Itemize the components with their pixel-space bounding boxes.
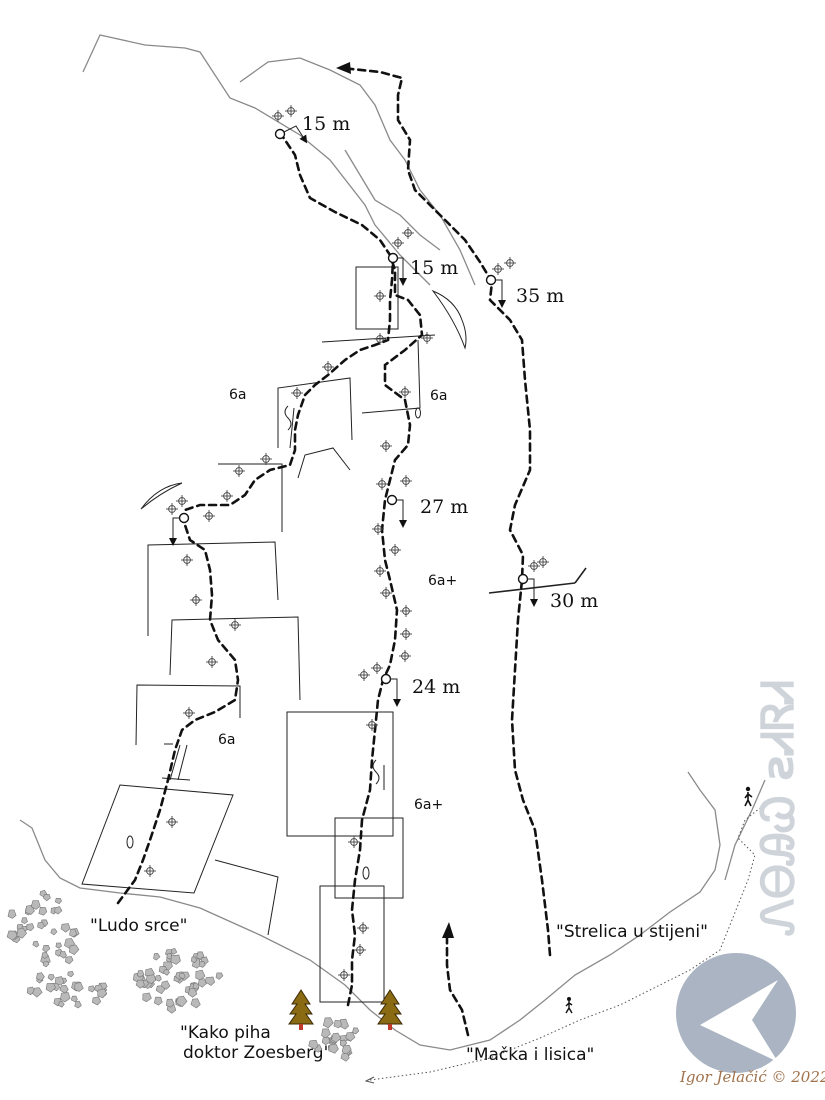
author-signature: Igor Jelačić © 2022 <box>679 1068 825 1086</box>
belay-icon <box>517 573 529 585</box>
pitch-length: 27 m <box>420 496 468 518</box>
routes <box>116 62 552 1037</box>
overhang <box>431 289 467 350</box>
bolts <box>143 104 550 982</box>
pitch-length: 15 m <box>302 113 350 135</box>
route-name: "Kako piha <box>180 1023 271 1043</box>
grade-label: 6a+ <box>414 797 443 813</box>
wall-features <box>81 266 587 1003</box>
belay-icon <box>485 274 497 286</box>
logo-text: ᏁᎾᎯᏇ ꙅᏗᏒᏗ <box>753 680 804 936</box>
route-name: doktor Zoesberg" <box>183 1043 331 1063</box>
pitch-length: 30 m <box>550 590 598 612</box>
belay-icon <box>386 494 398 506</box>
tree-icon <box>377 989 403 1031</box>
grade-label: 6a <box>430 388 448 404</box>
grade-label: 6a <box>218 732 236 748</box>
route-name: "Mačka i lisica" <box>466 1045 594 1065</box>
belay-icon <box>274 128 286 140</box>
overhang <box>140 482 183 510</box>
belay-stations <box>169 125 538 707</box>
pitch-length-labels: 15 m 15 m 35 m 27 m 30 m 24 m <box>302 113 598 698</box>
route-strelica <box>340 66 552 957</box>
pitch-length: 35 m <box>516 285 564 307</box>
boulder-icon <box>6 889 360 1062</box>
grade-label: 6a <box>229 387 247 403</box>
belay-icon <box>380 673 392 685</box>
route-macka <box>445 933 470 1037</box>
belay-icon <box>178 512 190 524</box>
arrow-icon <box>336 62 351 74</box>
hiker-icon <box>744 786 753 807</box>
grade-labels: 6a 6a 6a+ 6a 6a+ <box>218 387 457 813</box>
route-name: "Ludo srce" <box>90 916 187 936</box>
overhang <box>297 447 351 479</box>
route-kako-piha <box>276 128 424 1007</box>
route-ludo-srce <box>116 258 395 905</box>
tree-icon <box>288 989 314 1031</box>
logo: ᏁᎾᎯᏇ ꙅᏗᏒᏗ <box>676 680 804 1073</box>
pitch-length: 15 m <box>410 257 458 279</box>
belay-icon <box>387 252 399 264</box>
arrow-icon <box>442 922 454 938</box>
pitch-length: 24 m <box>412 676 460 698</box>
grade-label: 6a+ <box>428 573 457 589</box>
arrow-icon <box>364 1076 375 1084</box>
rock-outlines <box>19 34 766 1051</box>
route-name-labels: "Ludo srce" "Strelica u stijeni" "Kako p… <box>90 916 708 1065</box>
route-name: "Strelica u stijeni" <box>556 922 708 942</box>
hiker-icon <box>565 997 573 1014</box>
